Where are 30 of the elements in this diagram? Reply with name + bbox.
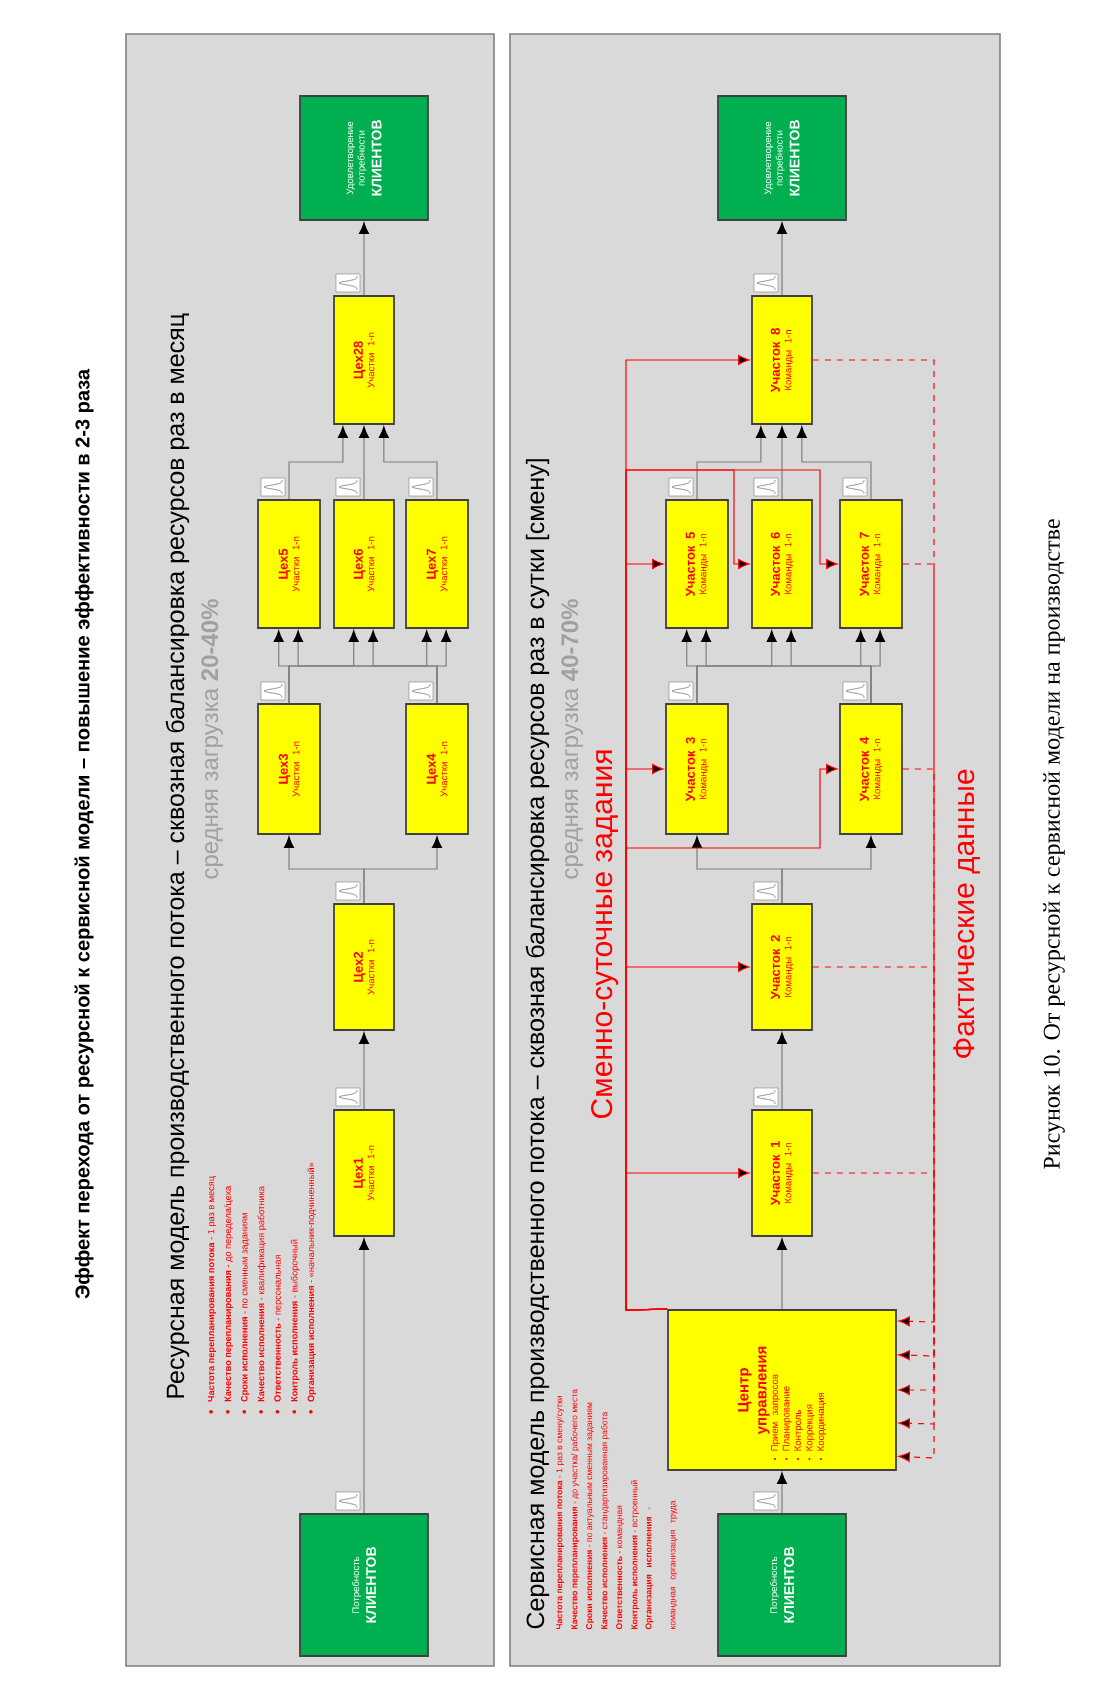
flow-label: Фактические данные xyxy=(953,769,980,1058)
diagram-title: Эффект перехода от ресурсной к сервисной модели – повышение эффективности в 2-3 раза xyxy=(74,368,94,1299)
load-note: средняя загрузка 20-40% xyxy=(201,599,223,879)
panel-title: Ресурсная модель производственного потока – сквозная балансировка ресурсов раз в месяц xyxy=(165,313,190,1398)
arrow xyxy=(359,1238,369,1514)
arrow xyxy=(777,1238,787,1310)
arrow xyxy=(781,836,876,904)
arrow xyxy=(288,426,348,500)
arrow xyxy=(796,426,872,500)
arrow xyxy=(870,630,886,704)
panel-title: Сервисная модель производственного потока – сквозная балансировка ресурсов раз в сутки [смену] xyxy=(525,459,550,1629)
dashed-arrow xyxy=(898,768,935,1395)
arrow xyxy=(696,426,766,500)
dashed-arrow xyxy=(898,563,935,1361)
arrow xyxy=(777,1032,787,1110)
arrow xyxy=(359,222,369,296)
arrow xyxy=(363,836,442,904)
load-note: средняя загрузка 40-70% xyxy=(561,599,583,879)
arrow xyxy=(436,630,452,704)
arrow xyxy=(359,426,369,500)
flow-label: Сменно-суточные задания xyxy=(591,750,619,1119)
arrow xyxy=(777,1472,787,1514)
arrow xyxy=(359,1032,369,1110)
figure-caption: Рисунок 10. От ресурсной к сервисной модели на производстве xyxy=(1043,519,1065,1169)
dashed-arrow xyxy=(812,359,935,1327)
arrow xyxy=(777,426,787,500)
arrow xyxy=(378,426,438,500)
arrow xyxy=(777,222,787,296)
dashed-arrow xyxy=(812,966,935,1429)
dashed-arrow xyxy=(812,1172,935,1462)
